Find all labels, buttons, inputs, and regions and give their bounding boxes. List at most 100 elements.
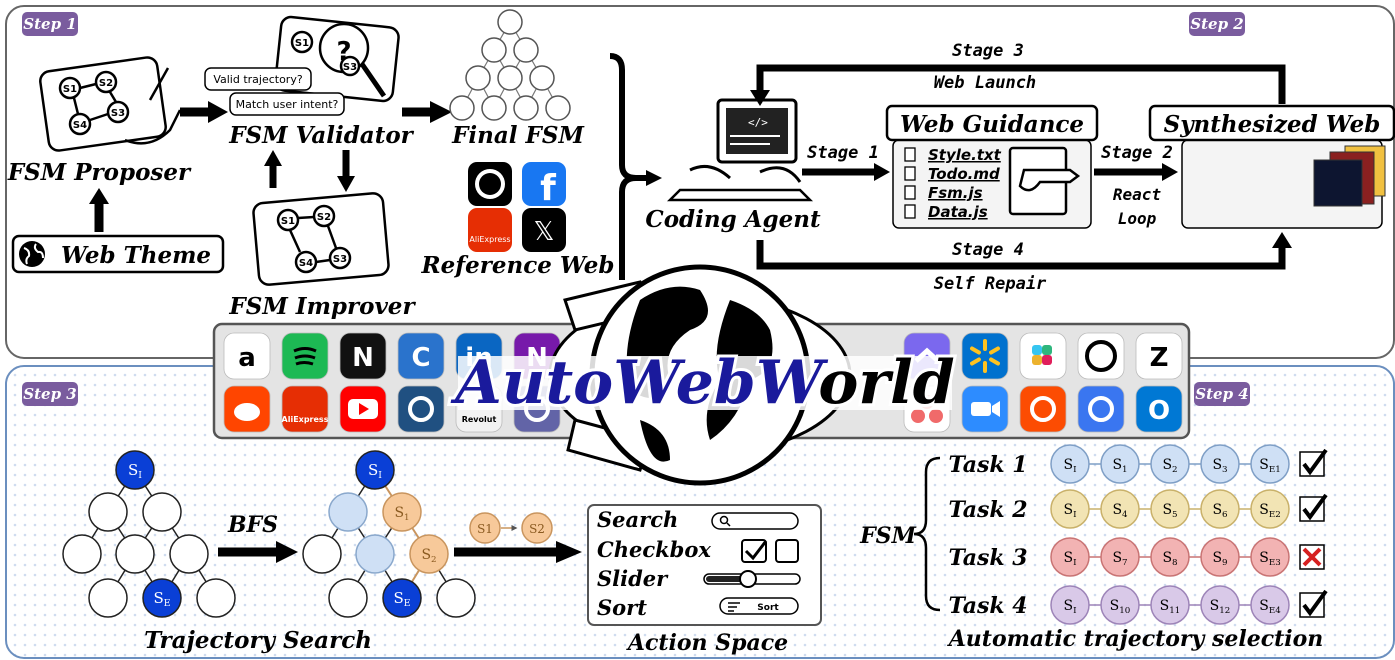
task-state-node xyxy=(1100,444,1140,484)
tree-s1-label: S1 xyxy=(394,505,409,523)
reddit-icon xyxy=(223,385,271,433)
tree-end-node xyxy=(382,578,422,618)
guidance-file: Fsm.js xyxy=(928,184,983,202)
task-state-node xyxy=(1200,585,1240,625)
sort-button-icon: Sort xyxy=(719,597,799,615)
file-icon xyxy=(904,204,916,219)
stage2-arrow xyxy=(1162,163,1178,181)
fsm-validator-label: FSM Validator xyxy=(228,122,414,149)
task-state-label: S10 xyxy=(1110,598,1131,616)
task-state-node xyxy=(1050,489,1090,529)
task-state-label: S4 xyxy=(1112,502,1128,520)
step2-label: Step 2 xyxy=(1190,15,1243,33)
web-theme-box: Web Theme xyxy=(11,234,225,274)
stage3-arrow xyxy=(756,64,1286,104)
tree-node xyxy=(62,534,102,574)
tree-node xyxy=(436,578,476,618)
svg-text:𝕏: 𝕏 xyxy=(534,217,555,247)
task-state-node xyxy=(1100,489,1140,529)
action-search-label: Search xyxy=(597,507,678,532)
improver-state-s1: S1 xyxy=(281,216,295,227)
bfs-label: BFS xyxy=(227,512,278,538)
task-state-node xyxy=(1200,444,1240,484)
spotify-icon xyxy=(281,332,329,380)
action-checkbox-label: Checkbox xyxy=(597,537,711,562)
svg-text:AliExpress: AliExpress xyxy=(469,235,510,244)
step1-label: Step 1 xyxy=(23,15,76,33)
title-web: Web xyxy=(613,348,756,418)
validator-state-s1: S1 xyxy=(295,38,309,49)
validator-state-s3: S3 xyxy=(343,62,357,73)
step4-label: Step 4 xyxy=(1195,385,1248,403)
final-fsm-node xyxy=(513,37,539,63)
proposer-state-s2: S2 xyxy=(99,78,113,89)
guidance-file: Data.js xyxy=(928,203,988,221)
final-fsm-node xyxy=(481,37,507,63)
task-state-node xyxy=(1050,585,1090,625)
tree-node xyxy=(328,492,368,532)
to-action-space-arrow xyxy=(556,541,582,563)
task-state-label: S5 xyxy=(1162,502,1177,520)
action-space-label: Action Space xyxy=(626,630,788,656)
final-fsm-node xyxy=(529,65,555,91)
task-state-label: S9 xyxy=(1212,550,1227,568)
task-state-node xyxy=(1250,585,1290,625)
task-state-label: SE2 xyxy=(1259,502,1280,520)
fsm-label: FSM xyxy=(859,523,917,549)
svg-text:AutoWebWorld: AutoWebWorld xyxy=(450,348,954,418)
tree-start-node xyxy=(115,450,155,490)
guidance-file: Todo.md xyxy=(928,165,1000,183)
tree-node xyxy=(115,534,155,574)
task-state-node xyxy=(1200,489,1240,529)
chat-icon xyxy=(1077,332,1125,380)
coding-agent-icon: </> xyxy=(666,98,814,202)
valid-trajectory-bubble: Valid trajectory? xyxy=(204,67,312,91)
coursera-icon: C xyxy=(397,332,445,380)
final-fsm-node xyxy=(449,95,475,121)
youtube-icon xyxy=(339,385,387,433)
globe-icon xyxy=(19,241,45,267)
synthesized-web-title: Synthesized Web xyxy=(1164,111,1381,138)
pointing-hand-icon xyxy=(1018,168,1081,192)
task-state-label: SI xyxy=(1063,598,1076,616)
svg-text:N: N xyxy=(352,343,374,373)
zoom-icon xyxy=(961,385,1009,433)
signal-icon xyxy=(1077,385,1125,433)
file-icon xyxy=(904,166,916,181)
outlook-icon: O xyxy=(1135,385,1183,433)
coding-agent-label: Coding Agent xyxy=(645,206,821,233)
validator-to-final-arrow xyxy=(430,101,452,123)
guidance-file: Style.txt xyxy=(928,146,1002,164)
web-guidance-title: Web Guidance xyxy=(900,111,1084,138)
tree-node xyxy=(355,534,395,574)
file-icon xyxy=(904,185,916,200)
tree-node xyxy=(88,578,128,618)
checkbox-icon xyxy=(741,539,799,563)
synthesized-web-box: Synthesized Web xyxy=(1148,104,1395,229)
task-label: Task 3 xyxy=(948,545,1027,571)
trajectory-search-label: Trajectory Search xyxy=(144,627,372,654)
improver-state-s3: S3 xyxy=(333,254,347,265)
stage3-label: Stage 3 xyxy=(952,41,1024,61)
web-guidance-box: Web Guidance xyxy=(885,104,1099,229)
tree-root-label: SI xyxy=(128,461,142,481)
step3-label: Step 3 xyxy=(23,385,76,403)
tree-node xyxy=(328,578,368,618)
stage1-label: Stage 1 xyxy=(807,143,879,163)
svg-text:AliExpress: AliExpress xyxy=(282,415,329,424)
walmart-icon xyxy=(961,332,1009,380)
fsm-proposer-label: FSM Proposer xyxy=(7,159,192,186)
zendesk-icon: Z xyxy=(1135,332,1183,380)
path-state-s1: S1 xyxy=(477,522,493,536)
path-state-s2: S2 xyxy=(529,522,545,536)
improver-state-s4: S4 xyxy=(299,258,313,269)
self-repair-label: Self Repair xyxy=(934,274,1047,294)
valid-trajectory-text: Valid trajectory? xyxy=(213,73,303,86)
action-sort-label: Sort xyxy=(597,595,647,620)
task-state-label: SI xyxy=(1063,550,1076,568)
svg-text:Revolut: Revolut xyxy=(462,415,497,424)
file-icon xyxy=(904,147,916,162)
